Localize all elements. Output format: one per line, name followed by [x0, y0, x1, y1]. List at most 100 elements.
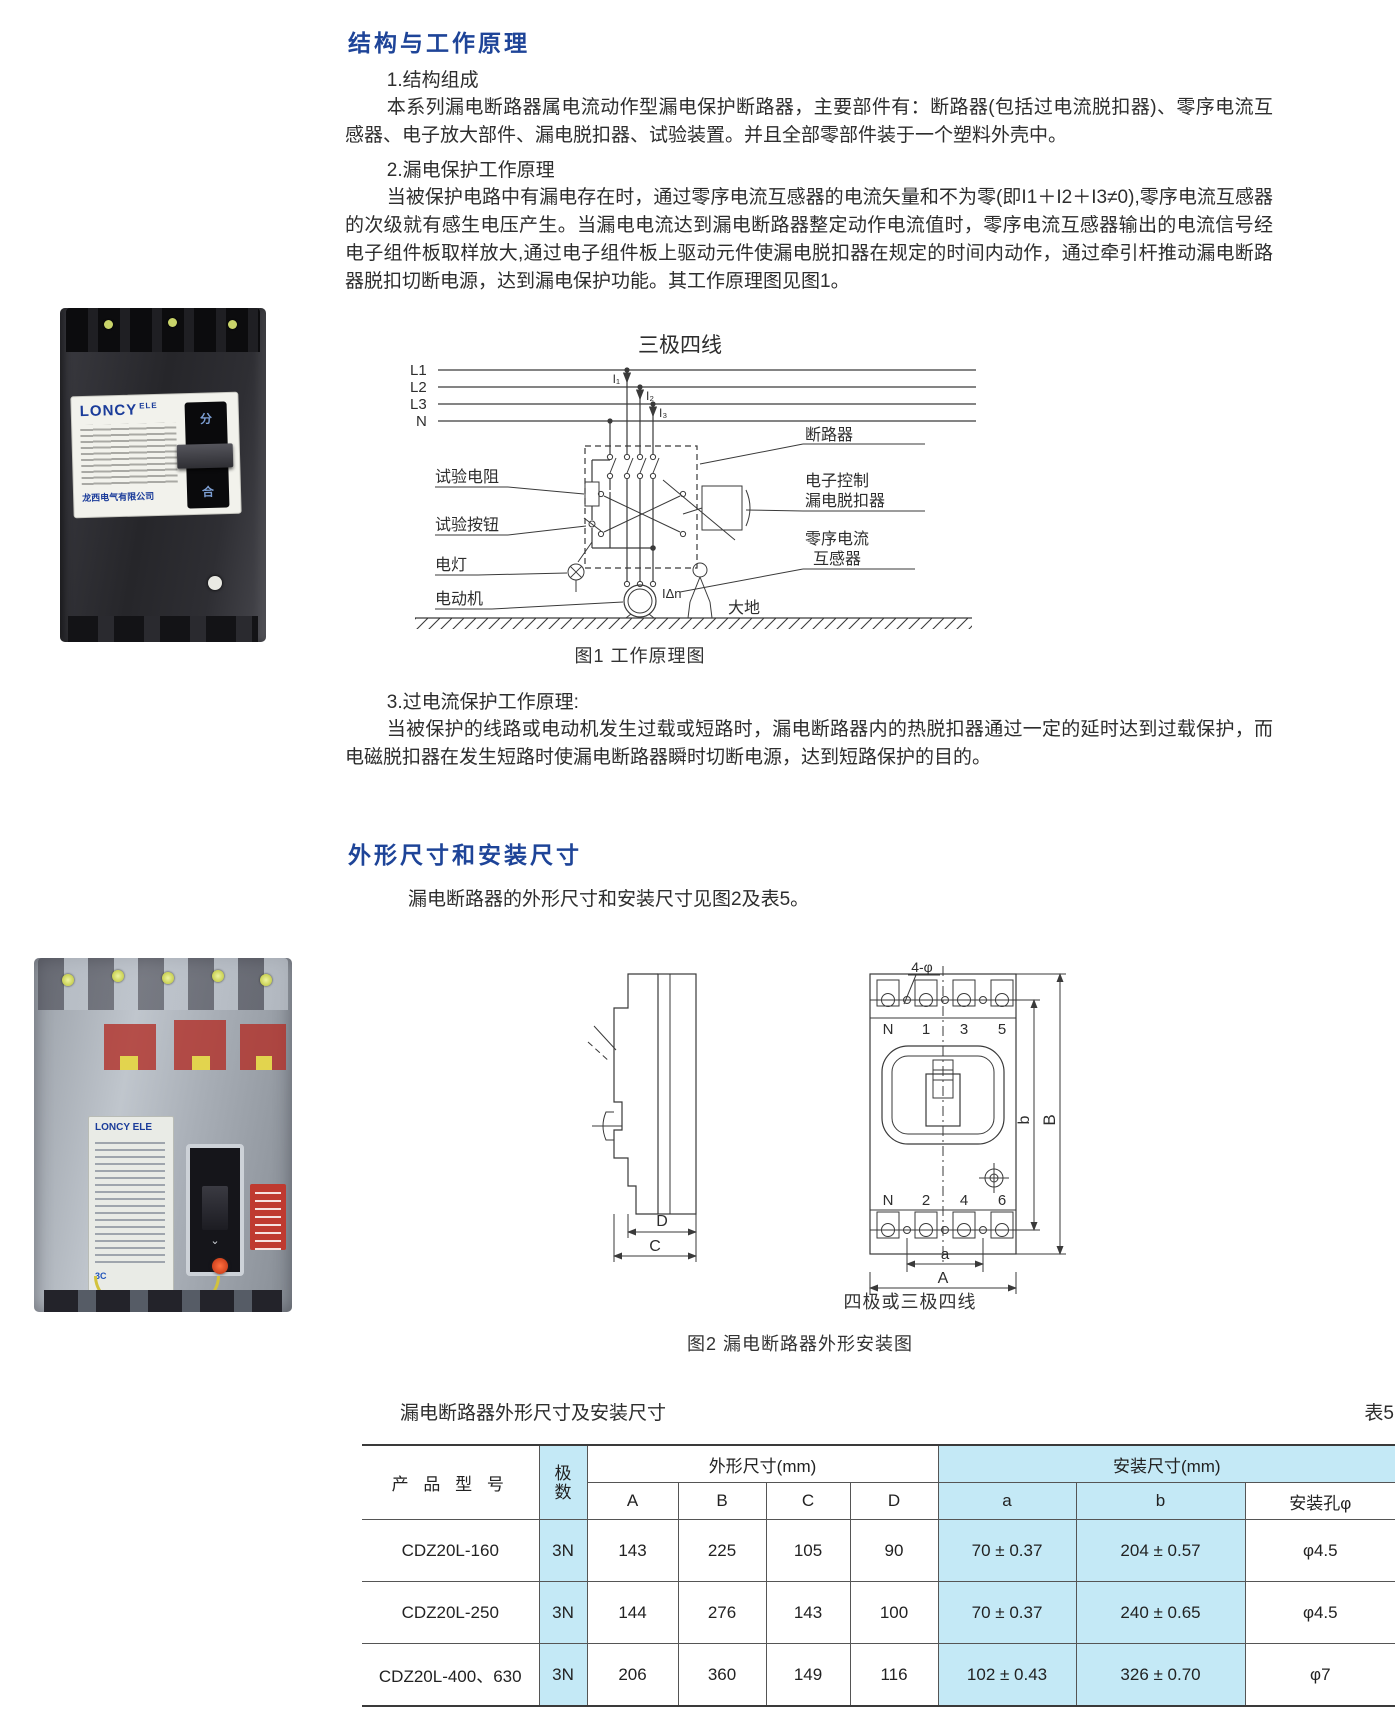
line-label-l2: L2: [410, 379, 427, 396]
section-heading-structure: 结构与工作原理: [348, 30, 530, 56]
sub-header-hole: 安装孔φ: [1244, 1482, 1396, 1520]
table-row: CDZ20L-250 3N 144 276 143 100 70 ± 0.37 …: [362, 1581, 1396, 1644]
person-figure: [687, 562, 713, 619]
line-label-l1: L1: [410, 362, 427, 379]
terminal-screw: [260, 974, 272, 986]
terminal-3: 3: [960, 1021, 968, 1038]
dim-a-label: a: [941, 1246, 950, 1263]
test-button: [208, 576, 222, 590]
sub-header-A: A: [586, 1482, 679, 1520]
cell-poles: 3N: [538, 1581, 588, 1644]
toggle-switch: 分 合: [176, 401, 234, 509]
terminal-screw: [162, 972, 174, 984]
terminal-5: 5: [998, 1021, 1006, 1038]
breaker-dashed-box: [584, 445, 698, 569]
test-resistor-label: 试验电阻: [435, 468, 499, 486]
dim-B-label: B: [1040, 1114, 1059, 1125]
cell-C: 149: [765, 1643, 851, 1707]
side-red-label: [250, 1184, 286, 1250]
sub-header-C: C: [765, 1482, 851, 1520]
hole-count-label: 4-φ: [911, 962, 933, 975]
line-label-l3: L3: [410, 396, 427, 413]
terminal-4: 4: [960, 1192, 968, 1209]
cell-B: 276: [677, 1581, 767, 1644]
current-label-i1: I₁: [613, 372, 620, 386]
terminal-n-bottom: N: [883, 1192, 894, 1209]
cell-D: 100: [849, 1581, 939, 1644]
terminal-screw: [62, 974, 74, 986]
cell-model: CDZ20L-250: [362, 1581, 540, 1644]
cell-poles: 3N: [538, 1643, 588, 1707]
terminal-screw: [228, 320, 237, 329]
group-header-outline-dimensions: 外形尺寸(mm): [586, 1444, 939, 1483]
sub-header-b: b: [1075, 1482, 1246, 1520]
top-terminals: [876, 979, 1014, 1007]
paragraph-structure: 本系列漏电断路器属电流动作型漏电保护断路器，主要部件有：断路器(包括过电流脱扣器…: [345, 97, 1273, 146]
idn-label: IΔn: [662, 586, 682, 601]
sub-header-a: a: [937, 1482, 1077, 1520]
breaker-contacts: [606, 453, 660, 492]
table-title: 漏电断路器外形尺寸及安装尺寸: [400, 1403, 667, 1424]
toggle-char-open: 分: [199, 411, 213, 427]
group-header-install-dimensions: 安装尺寸(mm): [937, 1444, 1396, 1483]
terminal-strip-top: [38, 958, 288, 1010]
cell-B: 360: [677, 1643, 767, 1707]
supply-lines: L1 L2 L3 N: [410, 362, 976, 430]
figure1-title: 三极四线: [638, 334, 722, 357]
toggle-handle-drawing: [932, 1059, 954, 1099]
contact: [120, 1056, 138, 1070]
trip-label-line1: 电子控制: [805, 472, 869, 490]
terminal-1: 1: [922, 1021, 930, 1038]
mounting-hole-symbol: [979, 1163, 1009, 1193]
current-label-i2: I₂: [646, 389, 654, 403]
cell-hole: φ4.5: [1244, 1581, 1396, 1644]
cell-hole: φ4.5: [1244, 1519, 1396, 1582]
toggle-handle: [176, 443, 234, 469]
terminal-6: 6: [998, 1192, 1006, 1209]
item-1: 1.结构组成: [386, 70, 479, 91]
side-view: D C: [587, 973, 697, 1262]
label-fineprint: [95, 1137, 165, 1267]
escutcheon: [881, 1045, 1005, 1145]
sub-header-D: D: [849, 1482, 939, 1520]
test-button-label: 试验按钮: [435, 516, 499, 534]
zero-sequence-ct: [597, 490, 687, 582]
ct-label-line1: 零序电流: [805, 530, 869, 548]
cell-C: 105: [765, 1519, 851, 1582]
test-resistor: [584, 481, 600, 507]
table-tag: 表5: [1364, 1403, 1394, 1424]
rating-label: LONCY ELE 3C: [88, 1116, 174, 1312]
dimension-table: 产 品 型 号 极数 外形尺寸(mm) 安装尺寸(mm) A B C D a b…: [362, 1444, 1396, 1707]
sub-header-B: B: [677, 1482, 767, 1520]
component-callouts: 断路器 电子控制 漏电脱扣器 零序电流 互感器 试验电阻 试验按钮 电灯 电动机: [435, 426, 925, 610]
motor-label: 电动机: [435, 590, 483, 608]
current-label-i3: I₃: [659, 406, 667, 420]
figure2-outline-drawing: D C 4-φ N 1 3 5: [587, 962, 1066, 1272]
toggle-handle: [202, 1186, 228, 1230]
terminal-strip-bottom: [44, 1290, 282, 1312]
earth-label: 大地: [728, 599, 760, 617]
cell-b: 240 ± 0.65: [1075, 1581, 1246, 1644]
cell-hole: φ7: [1244, 1643, 1396, 1707]
table-row: CDZ20L-160 3N 143 225 105 90 70 ± 0.37 2…: [362, 1519, 1396, 1582]
cell-model: CDZ20L-400、630: [362, 1643, 540, 1707]
terminal-2: 2: [922, 1192, 930, 1209]
terminal-screw: [168, 318, 177, 327]
cell-D: 90: [849, 1519, 939, 1582]
figure1-caption: 图1 工作原理图: [574, 646, 706, 666]
terminal-n-top: N: [883, 1021, 894, 1038]
dim-c-label: C: [649, 1238, 661, 1255]
ct-label-line2: 互感器: [813, 550, 861, 568]
label-fineprint: [80, 422, 178, 488]
electronic-trip-unit: [682, 485, 751, 531]
phase-drops: I₁ I₂ I₃: [607, 367, 667, 454]
terminal-screw: [212, 970, 224, 982]
line-label-n: N: [416, 413, 427, 430]
section-heading-dimensions: 外形尺寸和安装尺寸: [348, 842, 582, 868]
col-header-product-model: 产 品 型 号: [362, 1444, 540, 1520]
lamp-label: 电灯: [435, 556, 467, 574]
brand-text: LONCY ELE: [95, 1122, 153, 1133]
trip-label-line2: 漏电脱扣器: [805, 492, 885, 510]
dim-b-label: b: [1016, 1115, 1033, 1124]
